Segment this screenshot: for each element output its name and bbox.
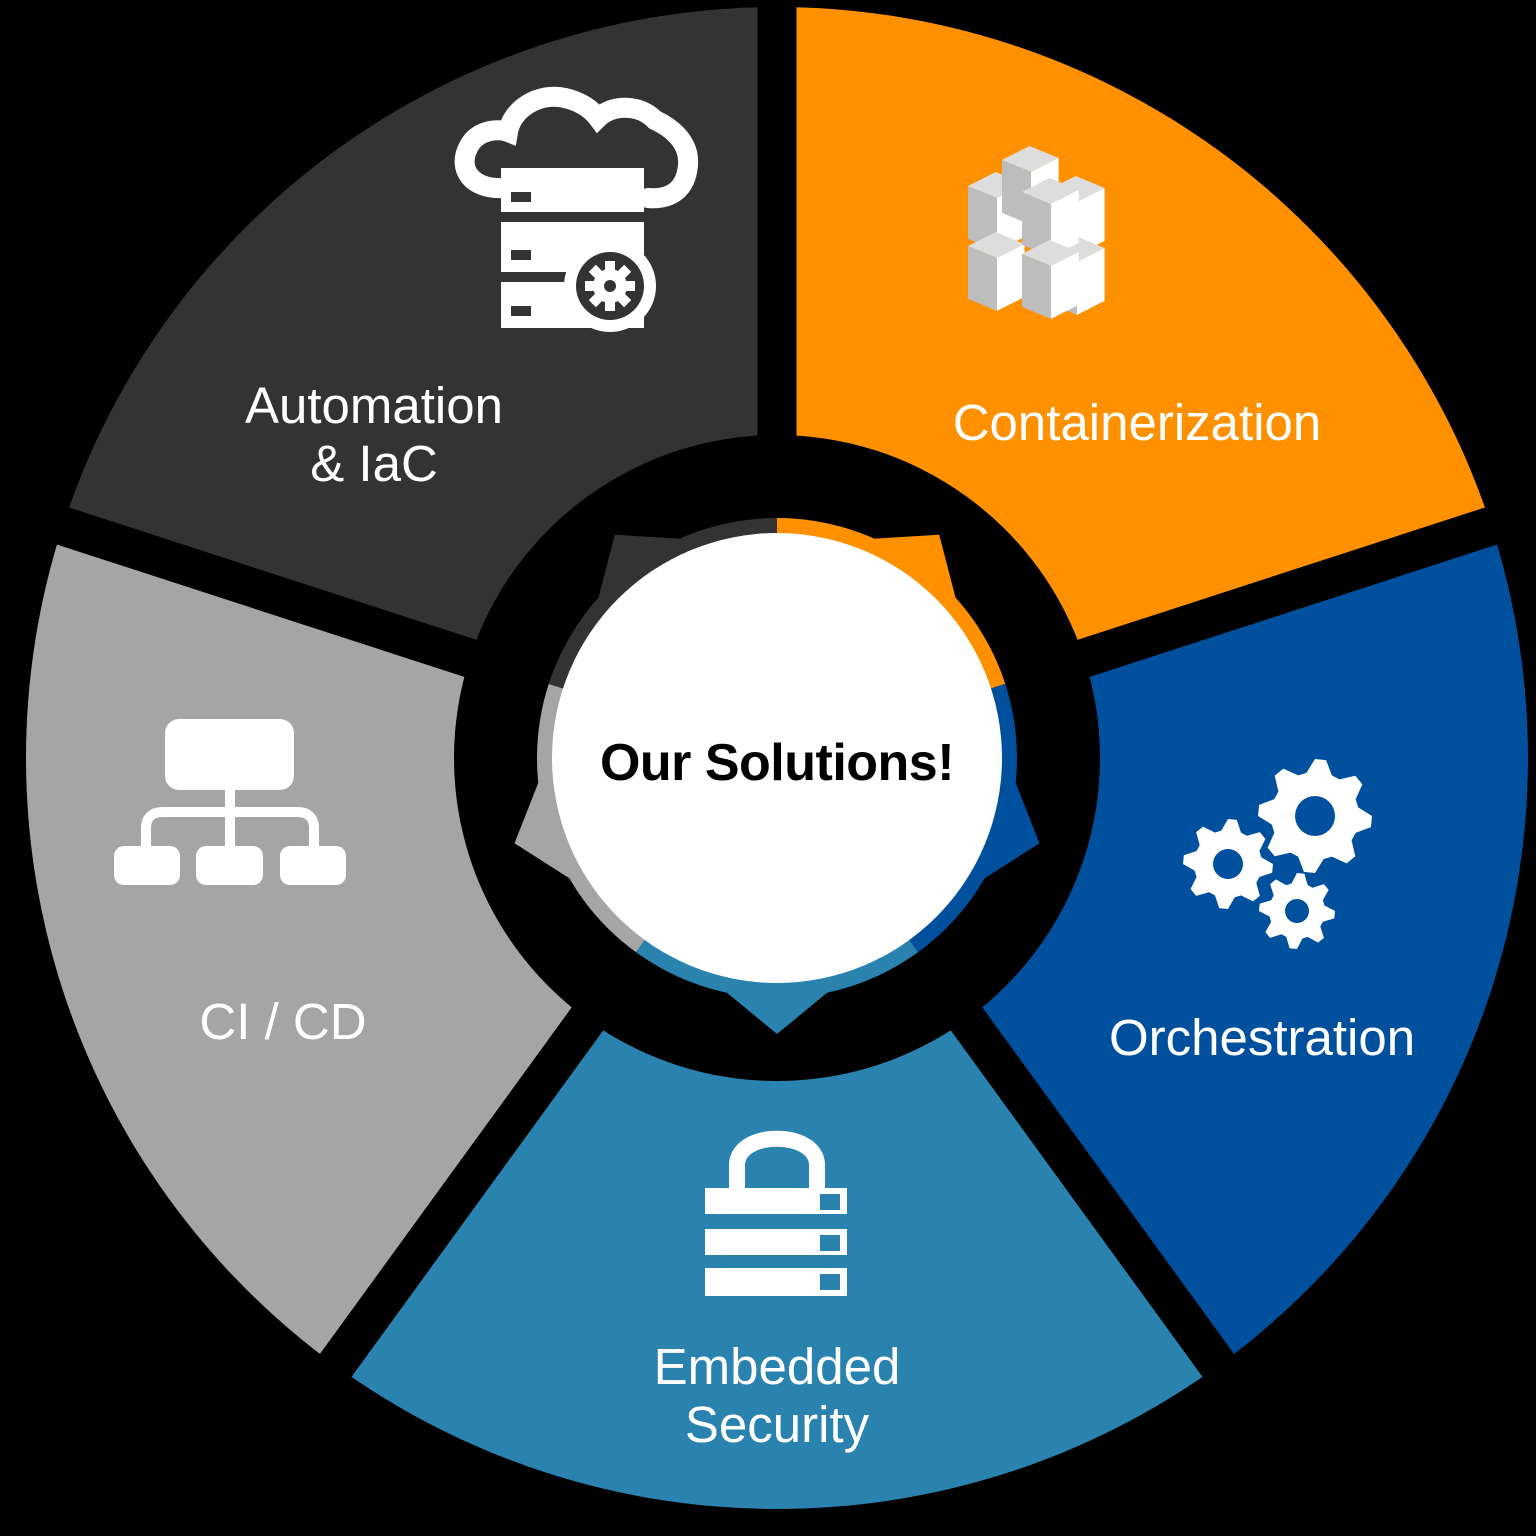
segment-orchestration [966,525,1528,1366]
segment-containerization [777,7,1492,659]
ring-arc-embedded-security [635,939,919,999]
ring-arc-orchestration [908,683,1017,953]
pointer-ci-cd [514,778,573,881]
outer-segments [26,7,1528,1509]
orchestration-label: Orchestration [1108,1009,1416,1066]
center-title: Our Solutions! [599,734,955,792]
automation-label-line1: Automation [245,377,503,434]
automation-label-line2: & IaC [310,434,438,492]
container-cubes-icon [968,146,1105,319]
pointer-containerization [869,534,957,602]
containerization-label: Containerization [952,394,1322,451]
lock-server-icon [705,1130,847,1296]
center-circle [552,533,1002,983]
segment-label-ci-cd: CI / CD [199,993,366,1051]
ci-cd-label: CI / CD [199,993,367,1050]
cloud-server-gear-icon [454,86,699,332]
pointer-orchestration [981,778,1040,881]
segment-label-containerization: Containerization [953,394,1322,452]
embedded-security-label-line2: Security [684,1395,870,1453]
pointer-embedded-security [723,989,831,1034]
embedded-security-label-line1: Embedded [653,1338,901,1395]
segment-label-automation: Automation & IaC [245,377,503,492]
segment-label-embedded-security: Embedded Security [654,1338,901,1453]
gears-icon [1183,759,1372,949]
segment-embedded-security [335,1019,1219,1509]
hierarchy-icon [114,719,346,885]
ring-arc-ci-cd [537,683,646,953]
pointer-automation [597,534,685,602]
segment-label-orchestration: Orchestration [1109,1009,1415,1067]
